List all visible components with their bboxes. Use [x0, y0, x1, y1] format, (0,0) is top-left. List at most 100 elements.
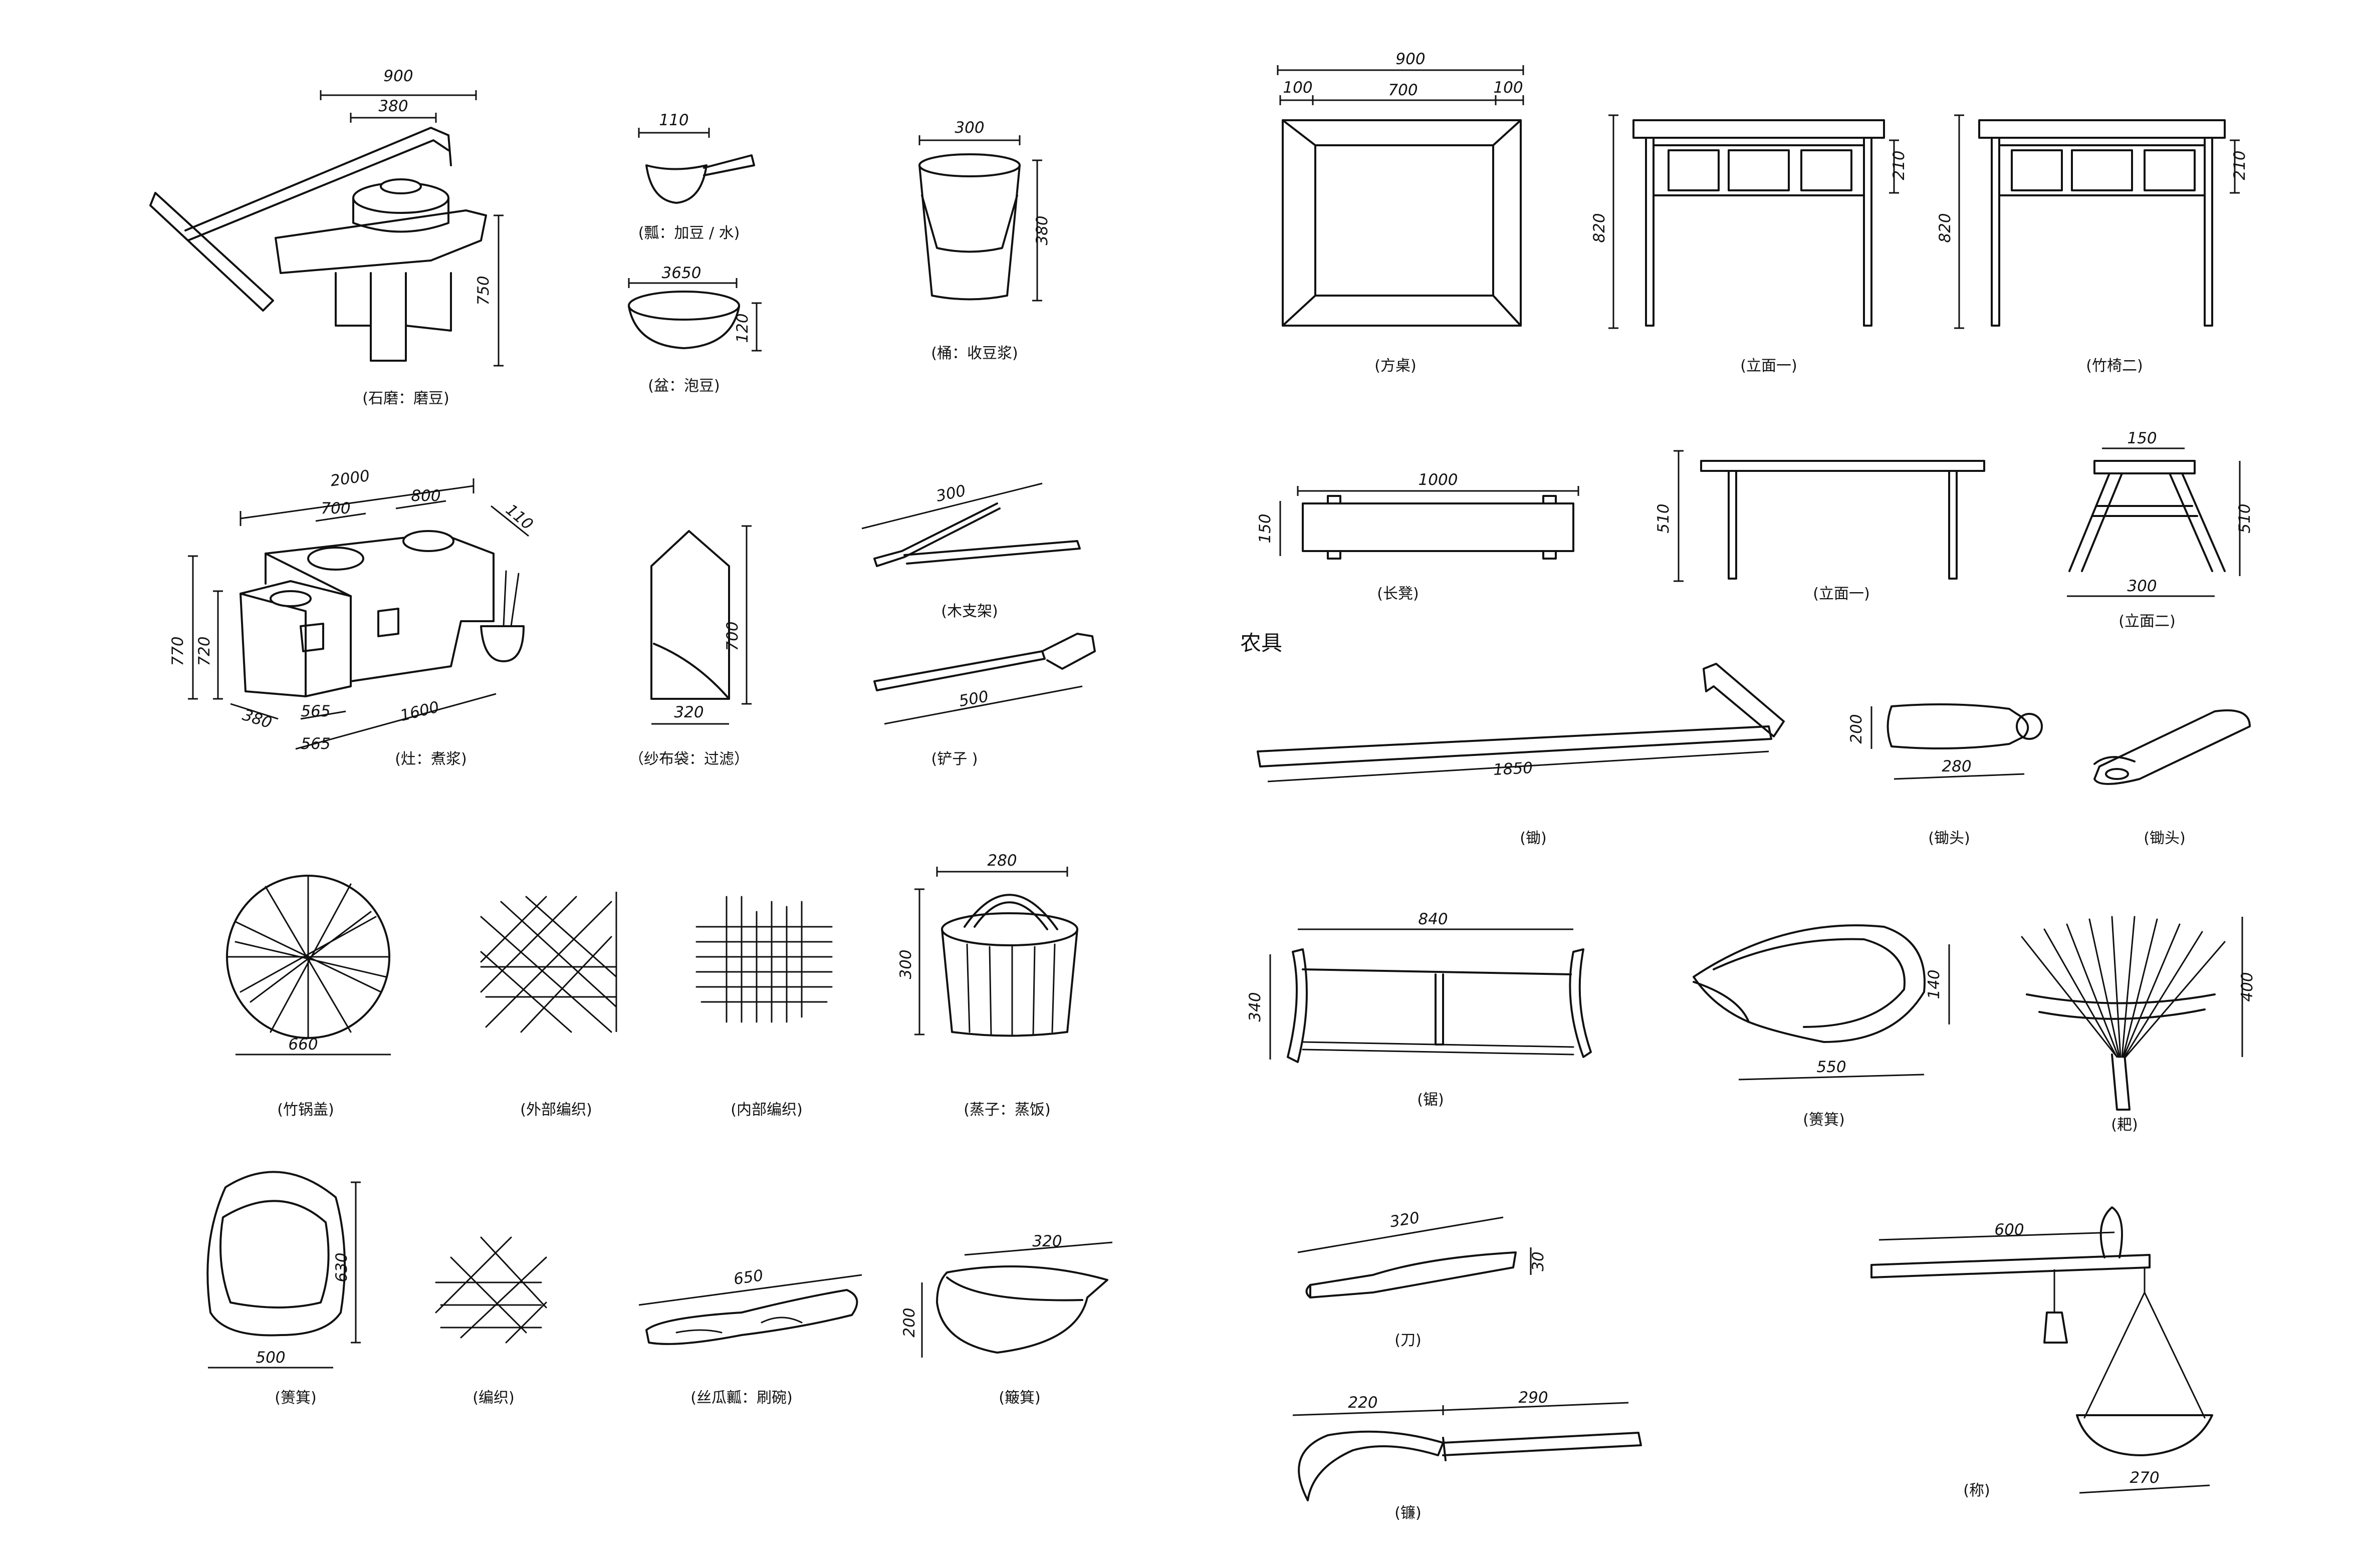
- dim-label: 630: [333, 1252, 351, 1282]
- dim-label: 700: [1388, 81, 1418, 99]
- dim-label: 500: [958, 687, 990, 710]
- caption-bucket: (桶：收豆浆): [931, 345, 1018, 362]
- dim-label: 1000: [1419, 471, 1458, 489]
- dim-label: 565: [301, 702, 330, 720]
- dim-label: 550: [1816, 1058, 1846, 1076]
- caption-bamboo-chair2: (竹椅二): [2086, 357, 2143, 375]
- long-bench-drawing: 1000 150: [1256, 471, 1579, 560]
- dim-label: 3650: [662, 264, 701, 282]
- stone-mill-drawing: 900 380 750: [149, 67, 504, 367]
- dim-label: 600: [1994, 1221, 2024, 1239]
- dim-label: 700: [321, 499, 350, 517]
- ladle-drawing: 110: [638, 111, 755, 204]
- dim-label: 650: [733, 1266, 765, 1288]
- caption-bench-elev2: (立面二): [2119, 613, 2175, 630]
- dim-label: 120: [734, 313, 752, 343]
- dim-label: 210: [2231, 150, 2249, 180]
- dim-label: 380: [378, 97, 408, 115]
- caption-winnow: (簸箕): [999, 1389, 1040, 1407]
- stove-drawing: 2000 700 800 110 770 720 380 565 565 160…: [169, 467, 537, 753]
- dim-label: 1600: [398, 698, 441, 725]
- dim-label: 110: [502, 501, 536, 534]
- saw-drawing: 840 340: [1246, 910, 1592, 1063]
- caption-gauze-bag: （纱布袋：过滤）: [629, 750, 749, 768]
- dim-label: 150: [1256, 513, 1274, 543]
- caption-long-bench: (长凳): [1377, 585, 1419, 603]
- caption-sickle: (镰): [1394, 1504, 1421, 1522]
- caption-bench-elev1: (立面一): [1813, 585, 1869, 603]
- caption-hoe-head1: (锄头): [1928, 830, 1970, 847]
- right-panel: 900 100 700 100 (方桌) 820 210 (立面一) 820 2…: [1240, 50, 2256, 1522]
- caption-elevation1: (立面一): [1740, 357, 1797, 375]
- hoe-drawing: 1850: [1257, 663, 1785, 782]
- caption-saw: (锯): [1417, 1091, 1444, 1109]
- caption-hoe: (锄): [1520, 830, 1546, 847]
- dim-label: 900: [383, 67, 413, 85]
- dim-label: 380: [240, 706, 274, 732]
- caption-weave: (编织): [473, 1389, 514, 1407]
- bench-elev2-drawing: 150 510 300: [2067, 429, 2254, 597]
- dim-label: 1850: [1493, 759, 1533, 779]
- caption-square-table: (方桌): [1374, 357, 1416, 375]
- hoe-head1-drawing: 200 280: [1847, 703, 2043, 780]
- wood-rack-drawing: 300: [861, 481, 1081, 567]
- caption-stove: (灶：煮浆): [395, 750, 466, 768]
- dim-label: 290: [1518, 1389, 1548, 1407]
- dim-label: 100: [1493, 79, 1523, 97]
- dim-label: 150: [2127, 429, 2157, 447]
- dim-label: 770: [169, 636, 187, 666]
- dim-label: 280: [987, 852, 1017, 870]
- caption-ladle: (瓢：加豆 / 水): [638, 224, 740, 242]
- dim-label: 510: [1655, 503, 1673, 533]
- rake-drawing: 400: [2021, 916, 2256, 1111]
- outer-weave-drawing: [480, 892, 617, 1033]
- loofah-drawing: 650: [638, 1266, 862, 1345]
- dim-label: 700: [724, 621, 742, 651]
- caption-steamer: (蒸子：蒸饭): [964, 1101, 1050, 1119]
- left-panel: 900 380 750 (石磨：磨豆) 110 (瓢：加豆 / 水) 3650 …: [149, 67, 1113, 1407]
- caption-shovel: (铲子 ): [931, 750, 978, 768]
- caption-stone-mill: (石磨：磨豆): [362, 390, 449, 407]
- steelyard-drawing: 600 270: [1870, 1206, 2213, 1494]
- dim-label: 565: [301, 735, 330, 753]
- caption-steelyard: (称): [1963, 1482, 1990, 1499]
- dim-label: 840: [1418, 910, 1448, 928]
- caption-outer-weave: (外部编织): [520, 1101, 592, 1119]
- dim-label: 900: [1395, 50, 1425, 68]
- dim-label: 380: [1033, 215, 1051, 245]
- elevation1-drawing: 820 210: [1590, 114, 1908, 329]
- dim-label: 750: [475, 276, 493, 305]
- dim-label: 270: [2130, 1469, 2159, 1487]
- dim-label: 320: [1032, 1232, 1062, 1250]
- gauze-bag-drawing: 700 320: [650, 525, 752, 725]
- dim-label: 300: [955, 119, 984, 137]
- steamer-drawing: 280 300: [897, 852, 1078, 1037]
- dim-label: 100: [1283, 79, 1312, 97]
- basin-drawing: 3650 120: [628, 264, 762, 352]
- inner-weave-drawing: [695, 896, 833, 1023]
- bench-elev1-drawing: 510: [1655, 450, 1985, 582]
- caption-dustpan: (箦箕): [1803, 1111, 1844, 1129]
- square-table-drawing: 900 100 700 100: [1277, 50, 1524, 327]
- dim-label: 140: [1925, 969, 1943, 999]
- dim-label: 510: [2236, 503, 2254, 533]
- caption-basin: (盆：泡豆): [648, 377, 720, 395]
- dim-label: 110: [659, 111, 688, 129]
- dim-label: 320: [1388, 1209, 1421, 1231]
- caption-inner-weave: (内部编织): [731, 1101, 802, 1119]
- dim-label: 200: [900, 1308, 918, 1337]
- knife-drawing: 320 30: [1297, 1209, 1547, 1298]
- dim-label: 210: [1890, 150, 1908, 180]
- dim-label: 400: [2238, 972, 2256, 1001]
- dim-label: 320: [674, 703, 703, 721]
- caption-dustpan-round: (箦箕): [275, 1389, 316, 1407]
- caption-loofah: (丝瓜瓤：刷碗): [690, 1389, 792, 1407]
- dustpan-round-drawing: 630 500: [206, 1171, 361, 1369]
- caption-wood-rack: (木支架): [941, 603, 998, 620]
- shovel-drawing: 500: [873, 633, 1096, 725]
- dim-label: 300: [897, 949, 915, 979]
- section-label-farm-tools: 农具: [1240, 631, 1282, 655]
- dim-label: 30: [1529, 1251, 1547, 1271]
- dim-label: 2000: [329, 467, 371, 490]
